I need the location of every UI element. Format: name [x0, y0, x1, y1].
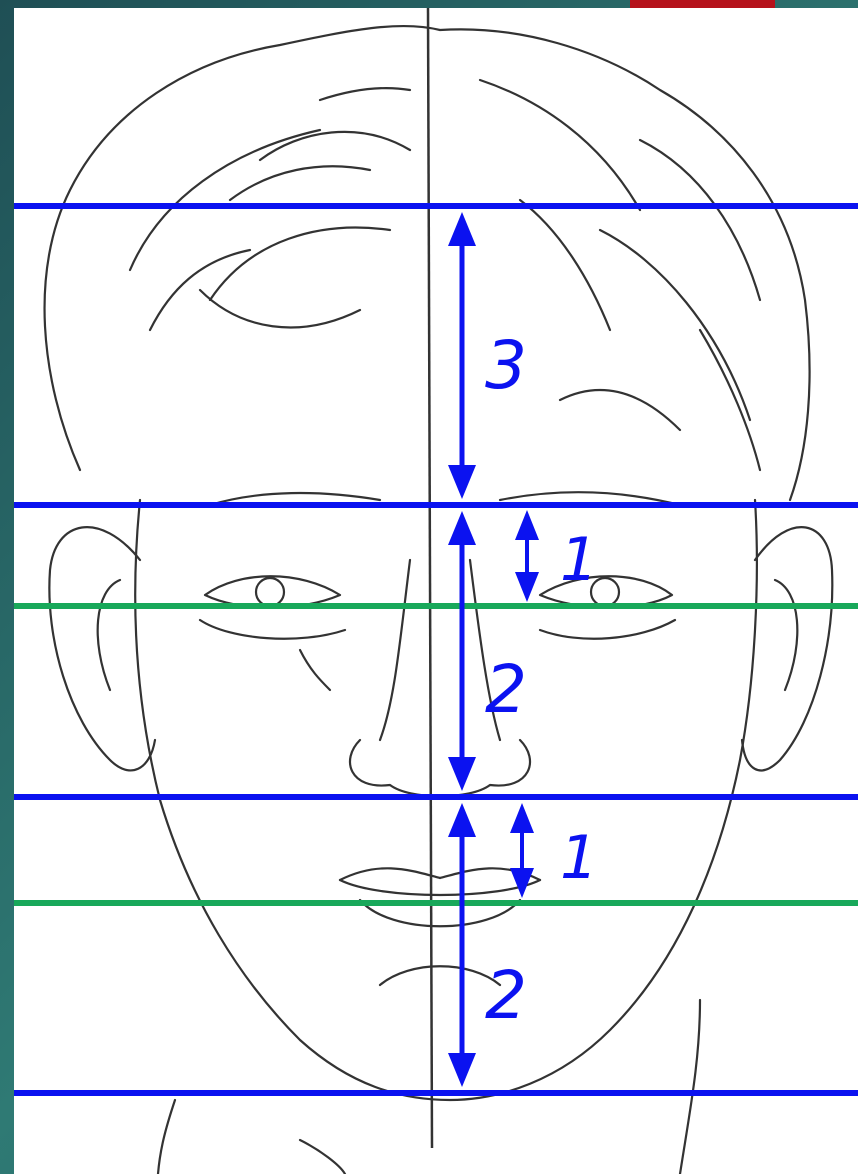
upper-lip [340, 868, 540, 880]
label-brow-eye: 1 [560, 525, 598, 595]
label-mouth-chin: 2 [485, 957, 527, 1034]
center-axis [428, 8, 432, 1148]
hair-outline [45, 26, 810, 500]
arrow-midface-top [448, 511, 476, 545]
guide-lines [14, 206, 858, 1093]
chin-crease [380, 966, 500, 985]
head-sketch [45, 26, 833, 1174]
arrow-forehead-bottom [448, 465, 476, 499]
arrow-forehead-top [448, 212, 476, 246]
lower-lid-left [200, 620, 345, 639]
ear-right-inner [775, 580, 797, 690]
ear-right [742, 527, 832, 770]
ear-left-inner [98, 580, 120, 690]
drawing-sheet: 3 1 2 1 2 [14, 8, 858, 1174]
lip-line [340, 880, 540, 895]
face-proportion-diagram: 3 1 2 1 2 [14, 8, 858, 1174]
arrow-midface-bottom [448, 757, 476, 791]
neck-line [300, 1140, 345, 1174]
arrow-lowerface-bottom [448, 1053, 476, 1087]
label-forehead: 3 [485, 327, 527, 404]
hair-curl [200, 290, 360, 327]
label-nose-mouth: 1 [560, 823, 598, 893]
accent-tab [630, 0, 775, 8]
arrow-brow-eye-bottom [515, 572, 539, 602]
hair-curl-right [560, 390, 680, 430]
neck-left [158, 1100, 175, 1174]
iris-left [256, 578, 284, 606]
nose-bridge-left [380, 560, 410, 740]
hair-strands [130, 80, 760, 470]
label-eye-nose: 2 [485, 651, 527, 728]
cheek-line [300, 650, 330, 690]
nostrils [350, 740, 530, 796]
arrow-lowerface-top [448, 803, 476, 837]
ear-left [49, 527, 155, 770]
lower-lid-right [540, 620, 675, 639]
arrow-nose-mouth-top [510, 803, 534, 833]
arrow-brow-eye-top [515, 510, 539, 540]
neck-right [680, 1000, 700, 1174]
